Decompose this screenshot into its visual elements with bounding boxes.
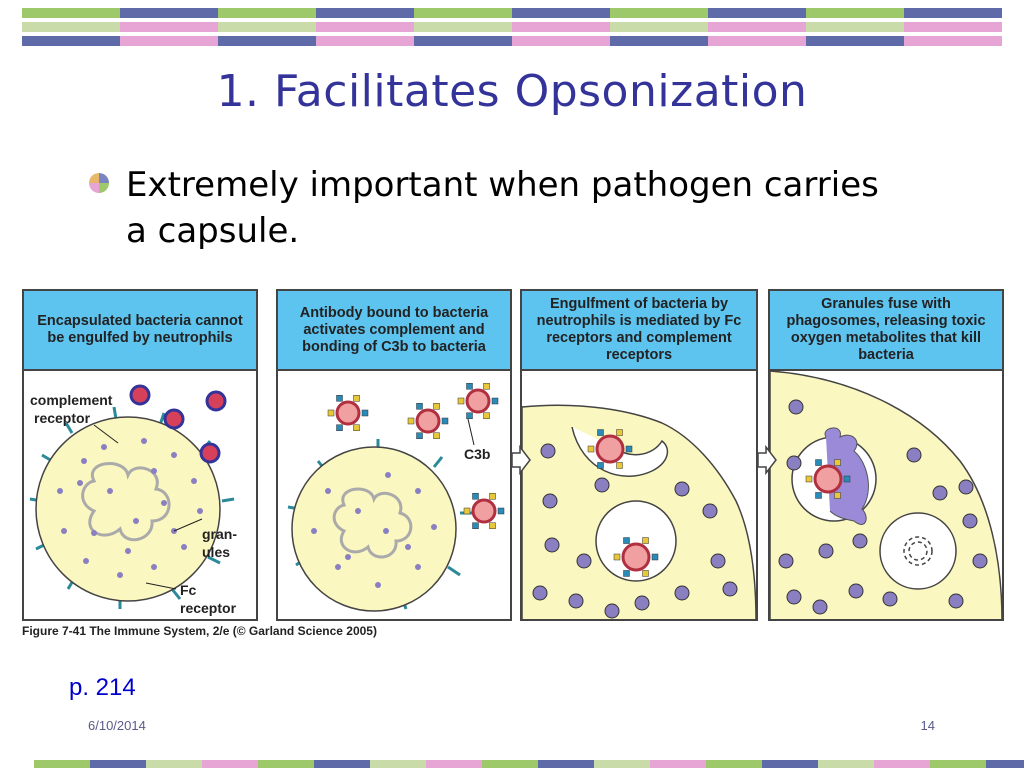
label-granules-1: gran- bbox=[202, 526, 237, 542]
page-reference: p. 214 bbox=[69, 674, 136, 701]
label-c3b: C3b bbox=[464, 446, 490, 462]
figure-caption: Figure 7-41 The Immune System, 2/e (© Ga… bbox=[22, 624, 377, 638]
label-complement: complement bbox=[30, 392, 113, 408]
figure-panel-1: Encapsulated bacteria cannot be engulfed… bbox=[22, 289, 258, 621]
figure-panel-4: Granules fuse with phagosomes, releasing… bbox=[768, 289, 1004, 621]
slide-title: 1. Facilitates Opsonization bbox=[216, 66, 808, 117]
arrow-3-to-4 bbox=[757, 445, 777, 475]
panel-3-heading: Engulfment of bacteria by neutrophils is… bbox=[522, 291, 756, 371]
panel-4-illustration bbox=[770, 371, 1002, 619]
bullet-text: Extremely important when pathogen carrie… bbox=[126, 165, 879, 251]
footer-date: 6/10/2014 bbox=[88, 718, 146, 733]
label-fc-2: receptor bbox=[180, 600, 237, 616]
top-decor-bands bbox=[22, 8, 1002, 46]
label-fc-1: Fc bbox=[180, 582, 197, 598]
label-granules-2: ules bbox=[202, 544, 230, 560]
arrow-2-to-3 bbox=[511, 445, 531, 475]
panel-1-heading: Encapsulated bacteria cannot be engulfed… bbox=[24, 291, 256, 371]
panel-2-illustration: C3b bbox=[287, 383, 505, 612]
panel-2-heading: Antibody bound to bacteria activates com… bbox=[278, 291, 510, 371]
slide-number: 14 bbox=[920, 718, 935, 733]
panel-1-illustration: complement receptor gran- ules Fc recept… bbox=[29, 384, 237, 616]
panel-3-illustration bbox=[522, 404, 756, 619]
bottom-decor-bands bbox=[34, 760, 1024, 768]
label-receptor: receptor bbox=[34, 410, 91, 426]
figure-panel-2: Antibody bound to bacteria activates com… bbox=[276, 289, 512, 621]
panel-4-heading: Granules fuse with phagosomes, releasing… bbox=[770, 291, 1002, 371]
bullet-icon bbox=[89, 173, 109, 193]
figure-panel-3: Engulfment of bacteria by neutrophils is… bbox=[520, 289, 758, 621]
